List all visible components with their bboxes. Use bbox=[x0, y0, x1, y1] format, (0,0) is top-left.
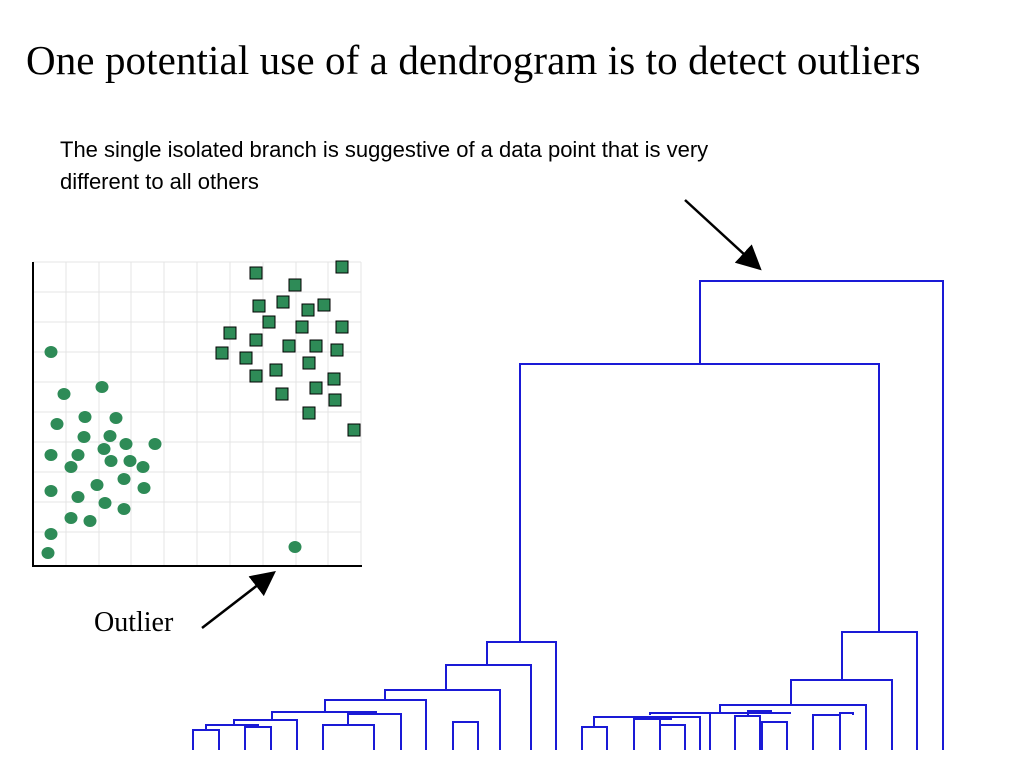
square-marker bbox=[295, 320, 309, 334]
dendrogram-link bbox=[761, 721, 788, 750]
circle-marker bbox=[136, 461, 150, 473]
outlier-label: Outlier bbox=[94, 607, 174, 638]
dendrogram-link bbox=[709, 712, 735, 750]
dendrogram-link bbox=[812, 714, 841, 750]
circle-marker bbox=[57, 388, 71, 400]
circle-marker bbox=[64, 512, 78, 524]
dendrogram-link bbox=[452, 721, 479, 750]
circle-marker bbox=[137, 482, 151, 494]
square-marker bbox=[252, 299, 266, 313]
circle-marker bbox=[64, 461, 78, 473]
circle-marker bbox=[104, 455, 118, 467]
dendrogram-link bbox=[324, 699, 427, 750]
square-marker bbox=[288, 278, 302, 292]
square-marker bbox=[249, 369, 263, 383]
dendrogram-link bbox=[192, 729, 220, 750]
square-marker bbox=[282, 339, 296, 353]
circle-marker bbox=[78, 411, 92, 423]
circle-marker bbox=[77, 431, 91, 443]
square-marker bbox=[262, 315, 276, 329]
dendrogram-link bbox=[790, 679, 893, 750]
dendrogram-link bbox=[747, 710, 772, 716]
dendrogram-link bbox=[233, 719, 298, 750]
circle-marker bbox=[95, 381, 109, 393]
square-marker bbox=[309, 339, 323, 353]
circle-marker bbox=[44, 346, 58, 358]
circle-marker bbox=[117, 503, 131, 515]
square-marker bbox=[269, 363, 283, 377]
square-marker bbox=[249, 333, 263, 347]
dendrogram-root-link bbox=[699, 280, 944, 750]
dendrogram-link bbox=[649, 712, 791, 715]
square-marker bbox=[327, 372, 341, 386]
arrow-icon bbox=[684, 199, 762, 271]
scatter-plot bbox=[32, 260, 362, 567]
square-marker bbox=[317, 298, 331, 312]
dendrogram-link bbox=[244, 726, 272, 750]
circle-marker bbox=[83, 515, 97, 527]
circle-marker bbox=[71, 491, 85, 503]
square-marker bbox=[215, 346, 229, 360]
circle-marker bbox=[148, 438, 162, 450]
square-marker bbox=[276, 295, 290, 309]
circle-marker bbox=[103, 430, 117, 442]
circle-marker bbox=[119, 438, 133, 450]
dendrogram-link bbox=[839, 712, 854, 715]
circle-marker bbox=[97, 443, 111, 455]
square-marker bbox=[249, 266, 263, 280]
dendrogram-link bbox=[719, 704, 867, 750]
circle-marker bbox=[71, 449, 85, 461]
circle-marker bbox=[109, 412, 123, 424]
circle-marker bbox=[117, 473, 131, 485]
dendrogram-link bbox=[660, 724, 686, 750]
dendrogram-link bbox=[734, 715, 761, 750]
square-marker bbox=[239, 351, 253, 365]
circle-marker bbox=[98, 497, 112, 509]
square-marker bbox=[330, 343, 344, 357]
dendrogram-link bbox=[486, 641, 557, 750]
circle-marker bbox=[41, 547, 55, 559]
dendrogram-main-link bbox=[519, 363, 880, 642]
dendrogram-link bbox=[841, 631, 918, 750]
dendrogram-link bbox=[384, 689, 501, 750]
dendrogram bbox=[192, 280, 944, 750]
square-marker bbox=[223, 326, 237, 340]
circle-cluster bbox=[41, 346, 302, 559]
square-marker bbox=[302, 406, 316, 420]
dendrogram-link bbox=[347, 713, 402, 750]
circle-marker bbox=[90, 479, 104, 491]
circle-marker bbox=[44, 449, 58, 461]
arrow-icon bbox=[201, 570, 276, 629]
square-marker bbox=[328, 393, 342, 407]
square-marker bbox=[335, 260, 349, 274]
square-marker bbox=[275, 387, 289, 401]
circle-marker bbox=[50, 418, 64, 430]
square-marker bbox=[309, 381, 323, 395]
square-marker bbox=[347, 423, 361, 437]
dendrogram-link bbox=[322, 717, 349, 750]
circle-marker bbox=[44, 528, 58, 540]
caption-text: The single isolated branch is suggestive… bbox=[60, 137, 709, 194]
square-marker bbox=[302, 356, 316, 370]
dendrogram-link bbox=[348, 724, 375, 750]
circle-marker bbox=[123, 455, 137, 467]
square-cluster bbox=[215, 260, 361, 437]
circle-marker bbox=[44, 485, 58, 497]
dendrogram-link bbox=[581, 726, 608, 750]
square-marker bbox=[301, 303, 315, 317]
dendrogram-link bbox=[633, 718, 661, 750]
dendrogram-link bbox=[445, 664, 532, 750]
square-marker bbox=[335, 320, 349, 334]
outlier-point bbox=[288, 541, 302, 553]
slide-title: One potential use of a dendrogram is to … bbox=[26, 37, 921, 83]
